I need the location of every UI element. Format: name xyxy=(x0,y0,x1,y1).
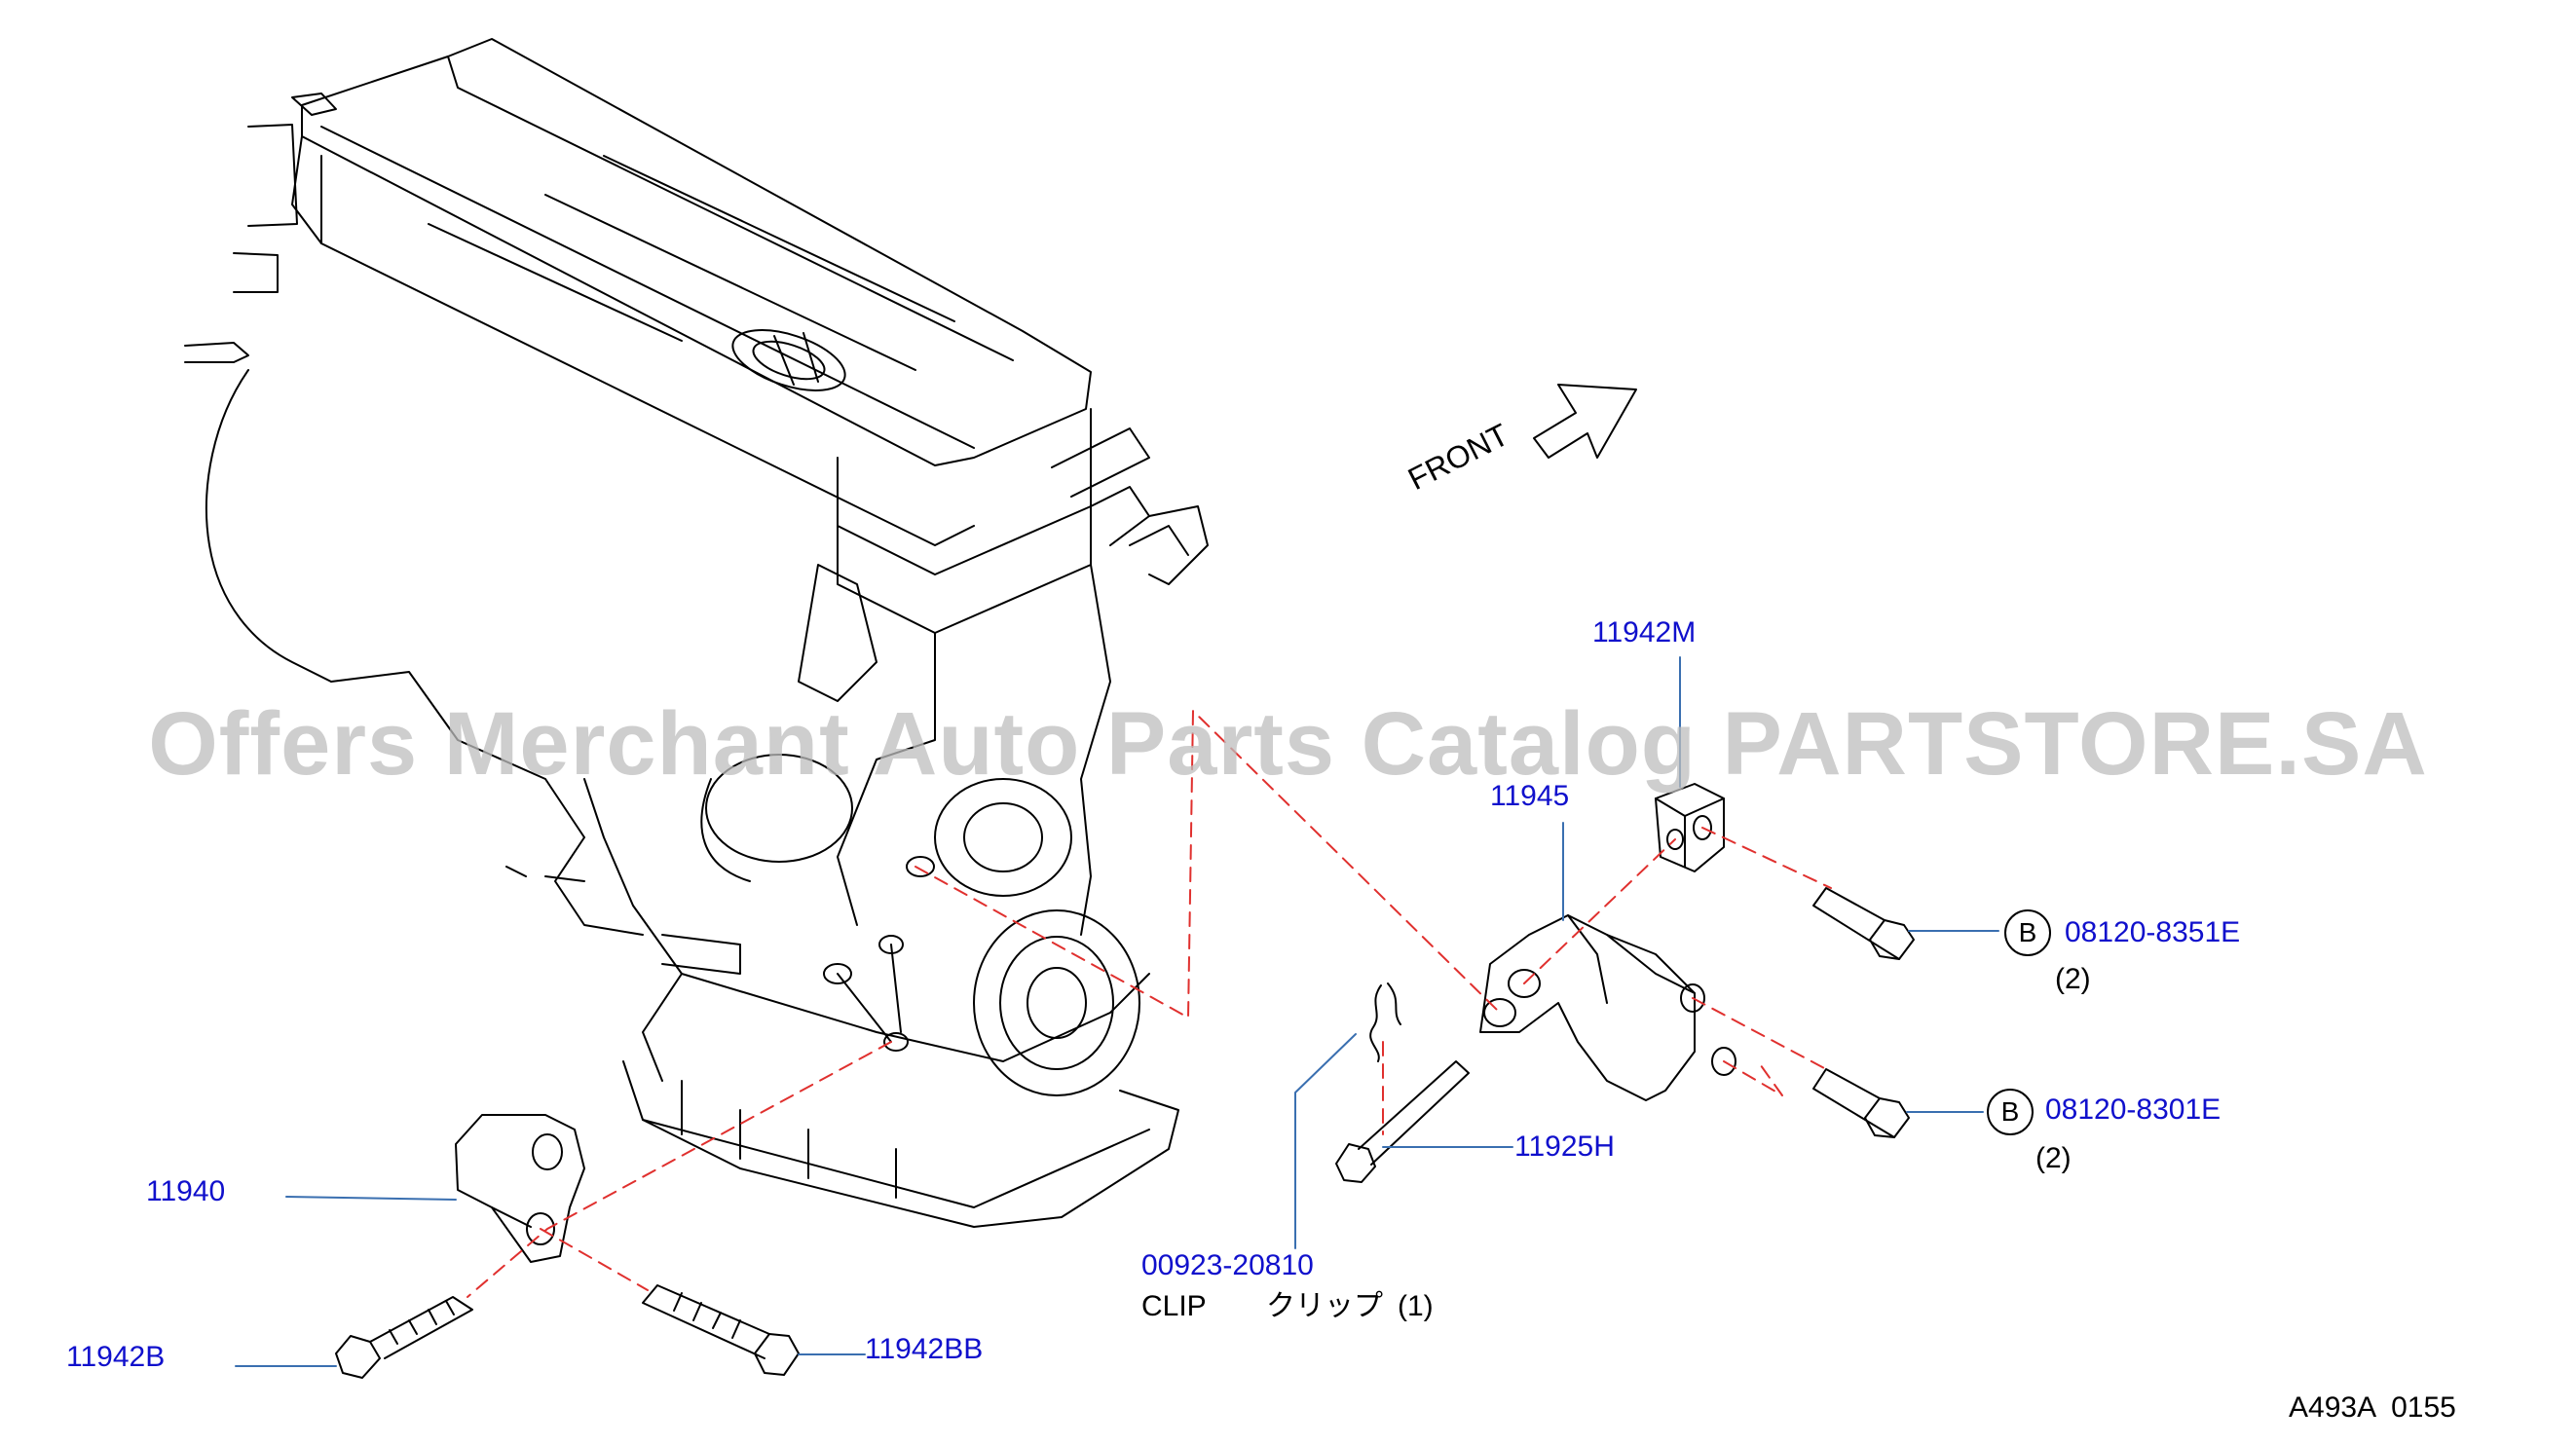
badge-b-8351E: B xyxy=(2004,909,2051,956)
callout-11942B[interactable]: 11942B xyxy=(66,1341,166,1373)
callout-11942M[interactable]: 11942M xyxy=(1592,616,1697,648)
callout-11942BB[interactable]: 11942BB xyxy=(865,1333,984,1365)
callout-11925H[interactable]: 11925H xyxy=(1514,1130,1615,1163)
clip-description-jp: クリップ xyxy=(1266,1289,1383,1323)
bolt-11942B xyxy=(335,1296,473,1379)
callout-08120-8351E[interactable]: 08120-8351E xyxy=(2065,916,2241,948)
bolt-08120-8301E xyxy=(1812,1068,1910,1138)
diagram-code: A493A 0155 xyxy=(2289,1391,2456,1424)
assembly-lines xyxy=(467,710,1832,1298)
bolt-11942BB xyxy=(642,1284,800,1376)
badge-b-8301E: B xyxy=(1987,1089,2034,1135)
callout-11945[interactable]: 11945 xyxy=(1490,780,1570,812)
clip-00923-20810 xyxy=(1369,982,1401,1062)
callout-11940[interactable]: 11940 xyxy=(146,1175,226,1207)
qty-08120-8351E: (2) xyxy=(2055,963,2091,995)
qty-08120-8301E: (2) xyxy=(2035,1142,2072,1174)
callout-08120-8301E[interactable]: 08120-8301E xyxy=(2045,1093,2221,1126)
bracket-11945 xyxy=(1479,914,1736,1101)
qty-00923-20810: (1) xyxy=(1398,1290,1434,1322)
clip-description: CLIP xyxy=(1141,1290,1207,1322)
leader-lines xyxy=(235,656,1999,1367)
callout-00923-20810[interactable]: 00923-20810 xyxy=(1141,1249,1314,1281)
engine-block xyxy=(184,38,1209,1228)
bolt-08120-8351E xyxy=(1812,887,1915,960)
bracket-11942M xyxy=(1655,783,1725,872)
bolt-11925H xyxy=(1335,1060,1470,1183)
bracket-11940 xyxy=(455,1114,585,1263)
front-arrow-icon xyxy=(1533,384,1637,459)
